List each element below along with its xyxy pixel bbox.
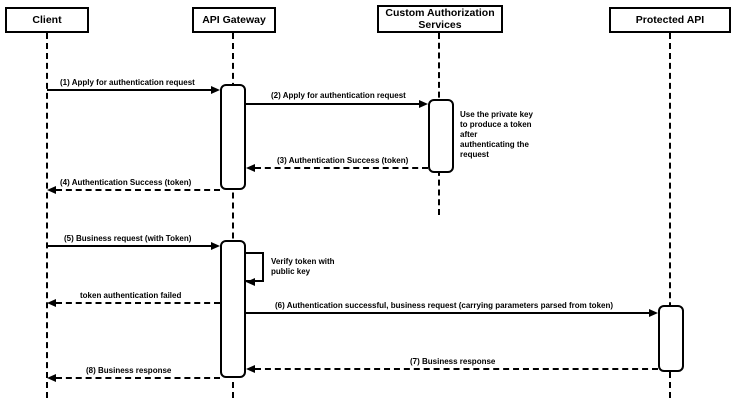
actor-client: Client (5, 7, 89, 33)
activation-api-gateway-1 (220, 84, 246, 190)
message-8-line (56, 377, 220, 379)
lifeline-protected-api (669, 33, 671, 398)
message-5-label: (5) Business request (with Token) (64, 234, 192, 243)
message-5-line (47, 245, 212, 247)
actor-api-gateway: API Gateway (192, 7, 276, 33)
message-7-label: (7) Business response (410, 357, 496, 366)
message-verify-token-label: Verify token with public key (271, 257, 335, 276)
message-7-line (255, 368, 658, 370)
message-1-line (47, 89, 212, 91)
actor-protected-api: Protected API (609, 7, 731, 33)
actor-custom-authorization-services-label: Custom Authorization Services (385, 6, 495, 32)
actor-protected-api-label: Protected API (635, 13, 705, 26)
message-8-arrowhead-icon (47, 374, 56, 382)
message-verify-token-loop (246, 252, 264, 282)
message-3-line (255, 167, 428, 169)
message-verify-token-arrowhead-icon (246, 278, 255, 286)
message-3-label: (3) Authentication Success (token) (277, 156, 409, 165)
message-2-line (246, 103, 419, 105)
message-token-auth-failed-label: token authentication failed (80, 291, 182, 300)
lifeline-client (46, 33, 48, 398)
message-token-auth-failed-line (56, 302, 220, 304)
message-6-line (246, 312, 649, 314)
note-private-key: Use the private key to produce a token a… (460, 110, 533, 159)
activation-custom-authorization-services (428, 99, 454, 173)
actor-client-label: Client (32, 13, 62, 26)
message-4-label: (4) Authentication Success (token) (60, 178, 192, 187)
actor-api-gateway-label: API Gateway (202, 13, 266, 26)
message-8-label: (8) Business response (86, 366, 172, 375)
message-6-label: (6) Authentication successful, business … (275, 301, 614, 310)
message-4-line (56, 189, 220, 191)
lifeline-api-gateway (232, 33, 234, 398)
activation-api-gateway-2 (220, 240, 246, 378)
message-token-auth-failed-arrowhead-icon (47, 299, 56, 307)
activation-protected-api (658, 305, 684, 372)
message-1-label: (1) Apply for authentication request (60, 78, 195, 87)
message-2-label: (2) Apply for authentication request (271, 91, 406, 100)
message-5-arrowhead-icon (211, 242, 220, 250)
actor-custom-authorization-services: Custom Authorization Services (377, 5, 503, 33)
message-6-arrowhead-icon (649, 309, 658, 317)
message-4-arrowhead-icon (47, 186, 56, 194)
message-2-arrowhead-icon (419, 100, 428, 108)
message-1-arrowhead-icon (211, 86, 220, 94)
message-3-arrowhead-icon (246, 164, 255, 172)
message-7-arrowhead-icon (246, 365, 255, 373)
